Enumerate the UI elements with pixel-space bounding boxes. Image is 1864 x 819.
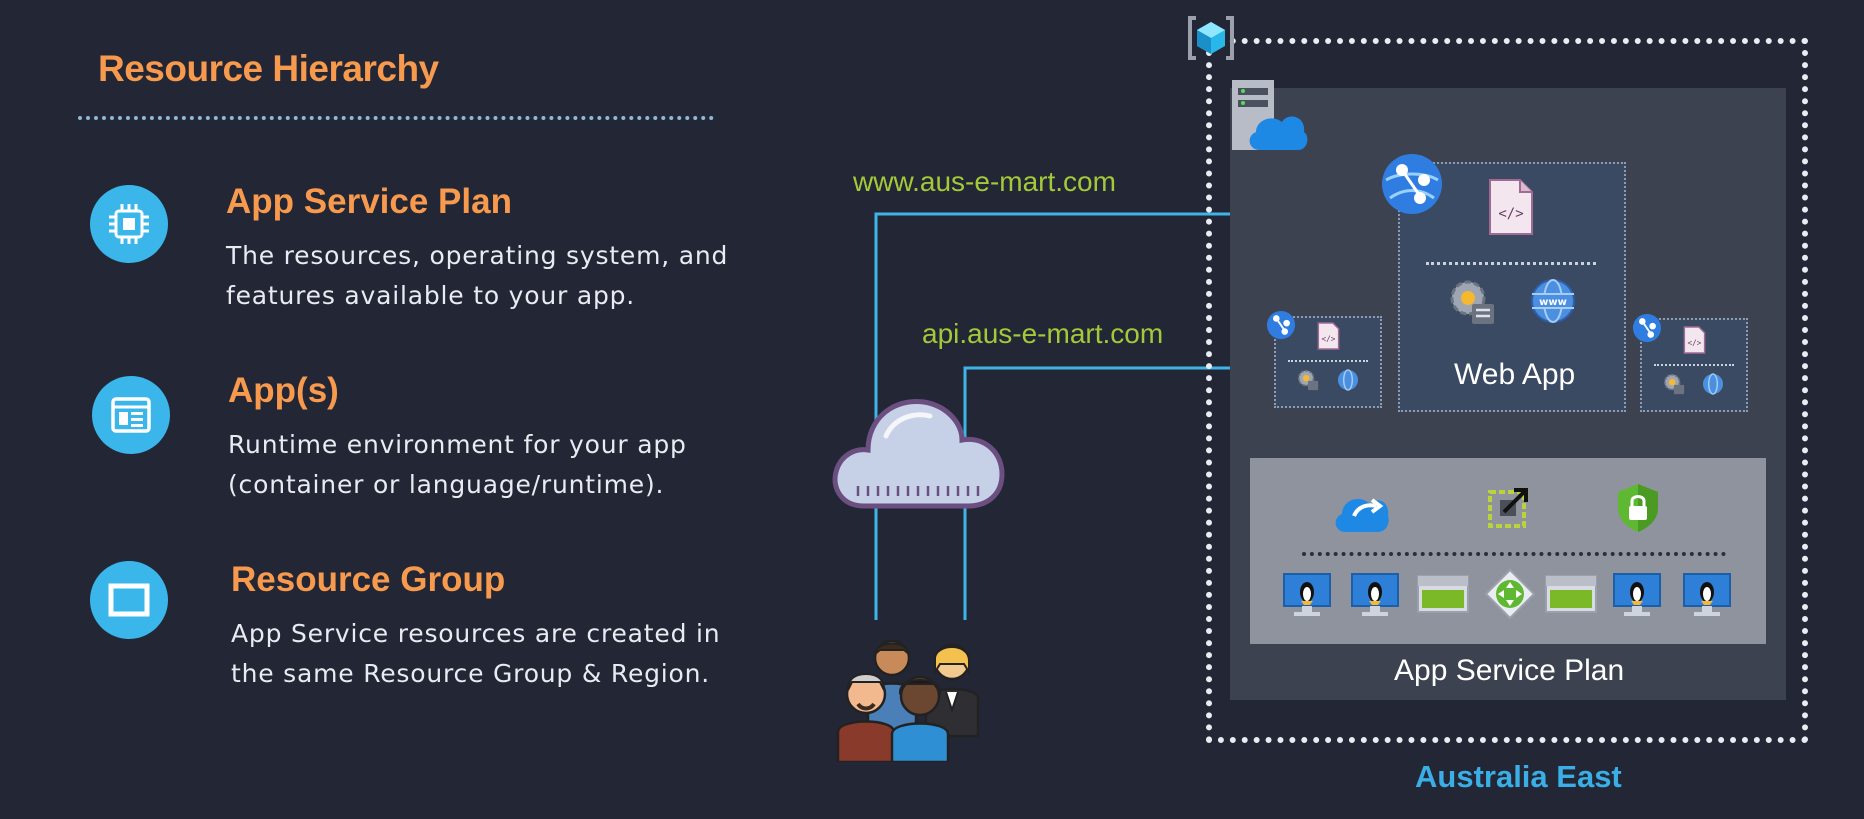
code-file-icon: </> [1682, 326, 1706, 354]
internet-cloud-icon [828, 378, 1008, 514]
www-globe-icon [1702, 373, 1724, 395]
storage-disk-icon [1416, 574, 1470, 614]
region-boundary [1206, 38, 1808, 743]
item-heading-apps: App(s) [228, 371, 339, 410]
item-desc-line1: Runtime environment for your app [228, 430, 687, 459]
scale-out-icon [1486, 486, 1532, 532]
svg-text:</>: </> [1322, 334, 1336, 343]
settings-gear-icon [1296, 368, 1320, 392]
rectangle-icon [90, 561, 168, 639]
url-label-api: api.aus-e-mart.com [922, 318, 1164, 349]
security-shield-icon [1616, 482, 1660, 534]
server-cloud-icon [1230, 78, 1308, 154]
settings-gear-icon [1662, 372, 1686, 396]
region-label: Australia East [1415, 759, 1622, 794]
www-globe-icon [1337, 369, 1359, 391]
code-file-icon: </> [1486, 178, 1534, 236]
card-divider [1426, 262, 1596, 265]
linux-vm-icon [1350, 572, 1400, 618]
resource-group-icon [1186, 14, 1236, 62]
settings-gear-icon [1446, 276, 1498, 328]
item-desc-line1: App Service resources are created in [231, 619, 721, 648]
linux-vm-icon [1682, 572, 1732, 618]
web-app-service-icon [1632, 313, 1662, 343]
chip-icon [90, 185, 168, 263]
title-divider [78, 116, 714, 120]
web-app-label: Web App [1454, 358, 1576, 391]
item-desc-line2: (container or language/runtime). [228, 470, 665, 499]
infrastructure-divider [1302, 552, 1726, 556]
app-service-plan-label: App Service Plan [1394, 654, 1625, 687]
users-group-icon [834, 636, 984, 762]
item-desc-line1: The resources, operating system, and [226, 241, 729, 270]
url-label-www: www.aus-e-mart.com [853, 166, 1116, 197]
web-app-service-icon [1266, 310, 1296, 340]
linux-vm-icon [1612, 572, 1662, 618]
app-window-icon [92, 376, 170, 454]
item-heading-app-service-plan: App Service Plan [226, 182, 512, 221]
code-file-icon: </> [1316, 322, 1340, 350]
item-desc-line2: the same Resource Group & Region. [231, 659, 711, 688]
item-heading-resource-group: Resource Group [231, 560, 506, 599]
linux-vm-icon [1282, 572, 1332, 618]
load-balancer-icon [1484, 568, 1536, 620]
svg-text:</>: </> [1498, 206, 1523, 222]
item-desc-line2: features available to your app. [226, 281, 636, 310]
svg-text:www: www [1539, 297, 1567, 308]
web-app-service-icon [1380, 152, 1444, 216]
storage-disk-icon [1544, 574, 1598, 614]
www-globe-icon: www [1530, 278, 1576, 324]
card-divider [1288, 360, 1368, 362]
card-divider [1654, 364, 1734, 366]
cloud-migrate-icon [1332, 484, 1390, 536]
page-title: Resource Hierarchy [98, 48, 439, 89]
svg-text:</>: </> [1688, 338, 1702, 347]
